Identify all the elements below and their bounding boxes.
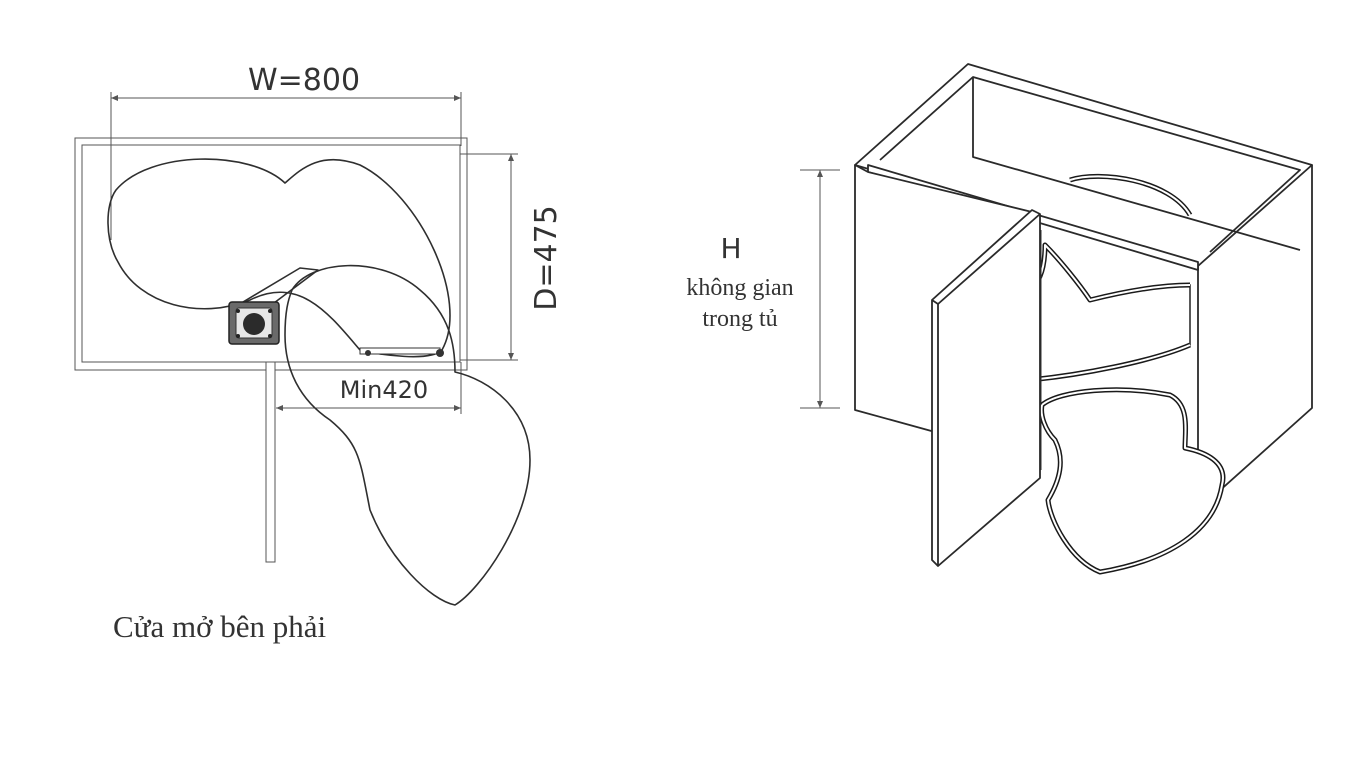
cabinet-right-side [1197, 165, 1313, 511]
cabinet-top-inner [879, 76, 1301, 253]
hinge-mechanism [228, 301, 280, 345]
height-dimension [800, 169, 840, 409]
tray-roller-small [365, 350, 371, 356]
door-panel [265, 361, 276, 563]
tray-roller [436, 349, 444, 357]
cabinet-back-edge [972, 77, 1301, 251]
height-label: H [720, 232, 741, 265]
height-desc-line2: trong tủ [702, 306, 777, 332]
cabinet-door [931, 209, 1041, 567]
cabinet-view: H không gian trong tủ [686, 63, 1313, 575]
depth-dimension [460, 153, 518, 361]
min-label: Min420 [340, 376, 428, 404]
width-label: W=800 [248, 63, 360, 98]
plan-caption: Cửa mở bên phải [113, 609, 327, 644]
height-desc-line1: không gian [686, 275, 793, 301]
width-dimension [110, 92, 462, 240]
tray-foot [359, 347, 441, 355]
lower-tray [1039, 387, 1226, 575]
depth-label: D=475 [529, 205, 564, 311]
tray-inside-outline [107, 158, 451, 358]
plan-view: W=800 D=475 Min420 [74, 63, 564, 644]
min-dimension [276, 362, 462, 414]
tray-outside-outline [284, 264, 531, 606]
